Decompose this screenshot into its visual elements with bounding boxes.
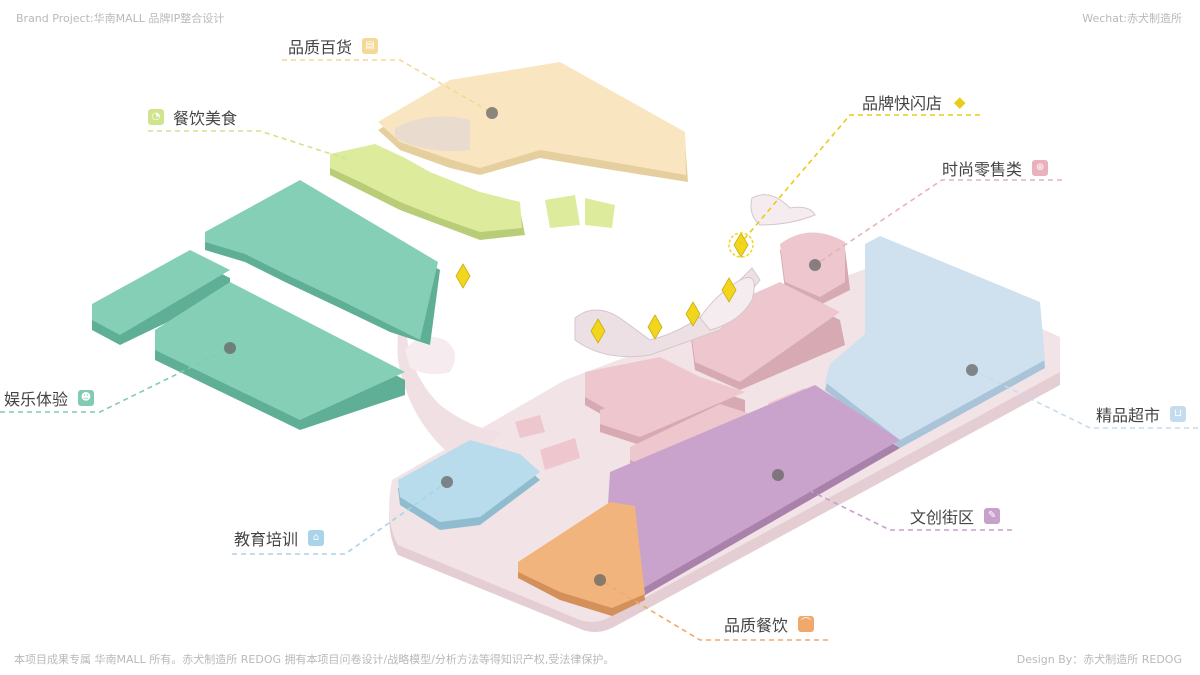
label-dining[interactable]: ◔ 餐饮美食 [148, 105, 237, 129]
popup-diamond-3 [648, 315, 662, 339]
copyright-notice: 本项目成果专属 华南MALL 所有。赤犬制造所 REDOG 拥有本项目问卷设计/… [14, 651, 614, 667]
label-department-text: 品质百货 [288, 34, 352, 58]
zone-marker-fashion [809, 259, 821, 271]
label-department[interactable]: 品质百货 ▤ [288, 34, 378, 58]
label-fashion-text: 时尚零售类 [942, 156, 1022, 180]
dish-icon: ⌒ [798, 616, 814, 632]
popup-diamond-1 [456, 264, 470, 288]
zone-marker-entertainment [224, 342, 236, 354]
diamond-icon: ◆ [954, 93, 966, 111]
label-dining-text: 餐饮美食 [173, 105, 237, 129]
label-quality-dining-text: 品质餐饮 [724, 612, 788, 636]
person-icon: ☻ [78, 390, 94, 406]
label-education[interactable]: 教育培训 ⌂ [234, 526, 324, 550]
zone-marker-culture [772, 469, 784, 481]
zone-marker-education [441, 476, 453, 488]
label-popup[interactable]: 品牌快闪店 ◆ [862, 90, 966, 114]
zone-marker-quality_dining [594, 574, 606, 586]
bag-icon: ▤ [362, 38, 378, 54]
label-education-text: 教育培训 [234, 526, 298, 550]
graduation-cap-icon: ⌂ [308, 530, 324, 546]
label-popup-text: 品牌快闪店 [862, 90, 942, 114]
label-supermarket[interactable]: 精品超市 ⊔ [1096, 402, 1186, 426]
basket-icon: ⊔ [1170, 406, 1186, 422]
label-quality-dining[interactable]: 品质餐饮 ⌒ [724, 612, 814, 636]
pencil-icon: ✎ [984, 508, 1000, 524]
label-culture-text: 文创街区 [910, 504, 974, 528]
cart-icon: ⊕ [1032, 160, 1048, 176]
label-entertainment-text: 娱乐体验 [4, 386, 68, 410]
label-entertainment[interactable]: 娱乐体验 ☻ [4, 386, 94, 410]
label-culture[interactable]: 文创街区 ✎ [910, 504, 1000, 528]
zone-marker-supermarket [966, 364, 978, 376]
leader-line-fashion [815, 180, 1062, 265]
zone-entertainment-blocks [92, 180, 440, 430]
food-icon: ◔ [148, 109, 164, 125]
leader-line-dining [148, 131, 350, 160]
zone-marker-department [486, 107, 498, 119]
label-supermarket-text: 精品超市 [1096, 402, 1160, 426]
design-credit: Design By：赤犬制造所 REDOG [1017, 651, 1182, 667]
label-fashion[interactable]: 时尚零售类 ⊕ [942, 156, 1048, 180]
zone-department-blocks [378, 62, 688, 182]
